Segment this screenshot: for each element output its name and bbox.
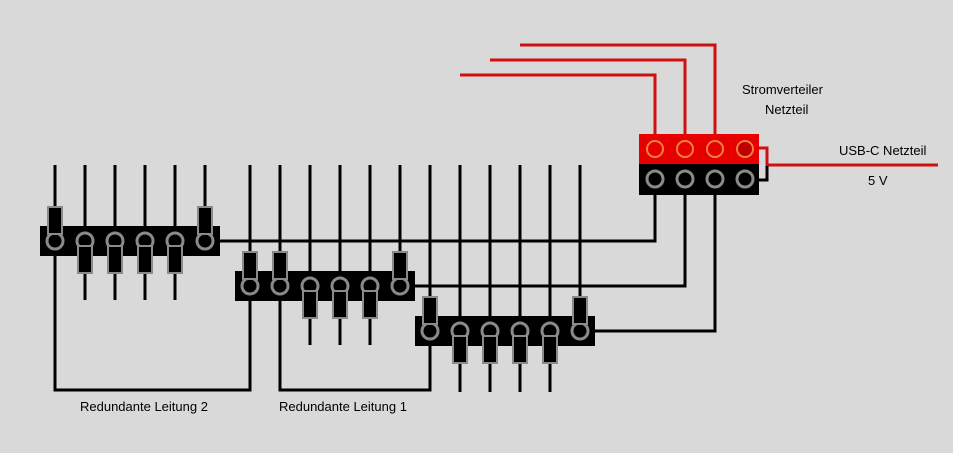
distributor-black-port xyxy=(675,169,695,189)
distributor-black-port xyxy=(735,169,755,189)
red-wire-1 xyxy=(460,73,657,148)
plug-bottom xyxy=(107,245,123,274)
plug-bottom xyxy=(137,245,153,274)
plug-top xyxy=(572,296,588,325)
plug-bottom xyxy=(302,290,318,319)
distributor-red-port xyxy=(706,140,724,158)
redundant-line-2 xyxy=(53,241,252,392)
plug-top xyxy=(47,206,63,235)
voltage-label: 5 V xyxy=(868,173,888,188)
plug-bottom xyxy=(542,335,558,364)
bus-wire-3 xyxy=(580,195,717,333)
terminal-block xyxy=(415,316,595,346)
plug-top xyxy=(242,251,258,280)
usb-c-wire-red xyxy=(757,146,938,167)
plug-top xyxy=(422,296,438,325)
redundant-line-2-label: Redundante Leitung 2 xyxy=(80,399,208,414)
usb-supply-label: USB-C Netzteil xyxy=(839,143,927,158)
plug-top xyxy=(272,251,288,280)
redundant-line-1-label: Redundante Leitung 1 xyxy=(279,399,407,414)
bus-wire-1 xyxy=(205,195,657,243)
plug-bottom xyxy=(77,245,93,274)
plug-bottom xyxy=(452,335,468,364)
distributor-black-port xyxy=(645,169,665,189)
red-wire-2 xyxy=(490,58,687,148)
usb-c-wire-black xyxy=(757,166,769,182)
plug-bottom xyxy=(332,290,348,319)
distributor-black-port xyxy=(705,169,725,189)
plug-bottom xyxy=(167,245,183,274)
terminal-block xyxy=(40,226,220,256)
distributor-red-port xyxy=(736,140,754,158)
distributor-label-line1: Stromverteiler xyxy=(742,82,823,97)
red-wire-3 xyxy=(520,43,717,148)
redundant-line-1 xyxy=(278,286,432,392)
bus-wire-2 xyxy=(400,195,687,288)
plug-top xyxy=(197,206,213,235)
distributor-red-port xyxy=(676,140,694,158)
plug-bottom xyxy=(512,335,528,364)
distributor-black-rail xyxy=(639,164,759,195)
plug-top xyxy=(392,251,408,280)
distributor-red-port xyxy=(646,140,664,158)
terminal-block xyxy=(235,271,415,301)
plug-bottom xyxy=(482,335,498,364)
plug-bottom xyxy=(362,290,378,319)
distributor-label-line2: Netzteil xyxy=(765,102,809,117)
